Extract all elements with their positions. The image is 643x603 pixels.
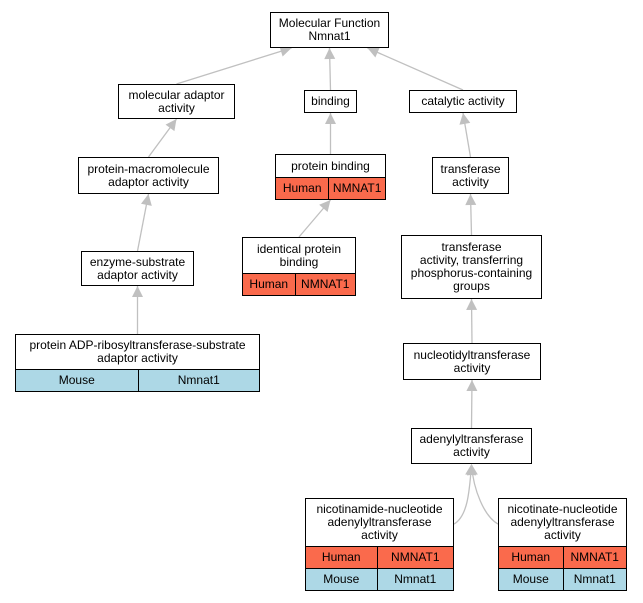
edge-arrowhead	[459, 113, 471, 125]
edge-transferase-to-catalytic	[459, 112, 472, 158]
species-cell: Mouse	[512, 572, 549, 586]
go-term-label: protein binding	[291, 158, 370, 173]
edge-arrowhead	[279, 46, 292, 57]
edge-arrowhead	[324, 48, 336, 60]
edge-line	[367, 47, 464, 91]
edge-binding-to-root	[324, 47, 336, 91]
go-term-node-phospho-transferase: transferase activity, transferring phosp…	[401, 235, 542, 299]
go-term-node-es-adaptor: enzyme-substrate adaptor activity	[81, 251, 194, 286]
go-term-label: enzyme-substrate adaptor activity	[89, 254, 186, 282]
edge-es-adaptor-to-pm-adaptor	[136, 193, 152, 252]
go-term-node-transferase: transferase activity	[432, 157, 509, 194]
gene-cell: NMNAT1	[328, 178, 385, 199]
edge-arrowhead	[319, 200, 331, 212]
annotation-row-mouse: Mouse Nmnat1	[499, 568, 626, 590]
go-term-label: protein ADP-ribosyltransferase-substrate…	[29, 338, 246, 365]
edge-pm-adaptor-to-adaptor	[147, 118, 178, 158]
go-term-label: transferase activity	[440, 161, 501, 189]
edge-arrowhead	[141, 194, 152, 206]
annotation-row-human: Human NMNAT1	[276, 177, 385, 199]
edge-arrowhead	[325, 113, 336, 124]
species-cell: Human	[511, 550, 551, 564]
go-term-node-adp-ribosyl: protein ADP-ribosyltransferase-substrate…	[15, 334, 260, 392]
edge-adp-ribosyl-to-es-adaptor	[132, 286, 143, 334]
go-term-label: transferase activity, transferring phosp…	[410, 240, 533, 293]
gene-cell: Nmnat1	[376, 569, 453, 590]
go-term-label: identical protein binding	[256, 241, 342, 269]
species-cell: Human	[282, 181, 322, 195]
go-term-node-nucleotidyl: nucleotidyltransferase activity	[403, 343, 541, 380]
go-term-label: nicotinate-nucleotide adenylyltransferas…	[507, 502, 618, 542]
edge-nan-adenylyl-to-adenylyl	[466, 464, 499, 525]
edge-protein-binding-to-binding	[325, 113, 336, 154]
go-term-node-root: Molecular Function Nmnat1	[270, 12, 389, 48]
go-term-node-catalytic: catalytic activity	[409, 90, 517, 113]
gene-cell: Nmnat1	[562, 569, 627, 590]
species-cell: Mouse	[58, 373, 95, 387]
annotation-row-human: Human NMNAT1	[243, 273, 355, 295]
edge-arrowhead	[466, 299, 478, 311]
gene-cell: NMNAT1	[376, 547, 453, 568]
go-term-label: nucleotidyltransferase activity	[413, 347, 531, 375]
edge-arrowhead	[466, 464, 478, 476]
go-term-node-nmn-adenylyl: nicotinamide-nucleotide adenylyltransfer…	[305, 498, 454, 591]
edge-adenylyl-to-nucleotidyl	[466, 379, 478, 429]
edge-line	[176, 47, 292, 85]
annotation-row-human: Human NMNAT1	[499, 546, 626, 568]
species-cell: Human	[321, 550, 361, 564]
edge-arrowhead	[165, 119, 177, 132]
species-cell: Mouse	[323, 572, 360, 586]
edge-arrowhead	[465, 194, 477, 206]
annotation-row-mouse: Mouse Nmnat1	[16, 369, 259, 391]
go-term-node-binding: binding	[304, 90, 357, 113]
go-term-label: catalytic activity	[421, 94, 505, 108]
edge-catalytic-to-root	[367, 47, 464, 91]
go-term-node-pm-adaptor: protein-macromolecule adaptor activity	[78, 157, 219, 194]
edge-phospho-transferase-to-transferase	[465, 193, 477, 236]
annotation-row-human: Human NMNAT1	[306, 546, 453, 568]
go-term-label: adenylyltransferase activity	[419, 432, 524, 459]
go-term-label: protein-macromolecule adaptor activity	[87, 161, 210, 189]
edge-nucleotidyl-to-phospho-transferase	[466, 298, 478, 344]
go-term-label: binding	[311, 94, 350, 108]
gene-cell: Nmnat1	[137, 370, 260, 391]
go-term-node-adaptor: molecular adaptor activity	[118, 84, 235, 119]
gene-cell: NMNAT1	[294, 274, 355, 295]
go-term-node-adenylyl: adenylyltransferase activity	[411, 428, 532, 464]
go-term-node-nan-adenylyl: nicotinate-nucleotide adenylyltransferas…	[498, 498, 627, 591]
go-term-label: molecular adaptor activity	[128, 87, 225, 115]
species-cell: Human	[249, 277, 289, 291]
edge-adaptor-to-root	[176, 46, 292, 85]
go-term-label: nicotinamide-nucleotide adenylyltransfer…	[316, 502, 443, 542]
gene-cell: NMNAT1	[562, 547, 627, 568]
edge-arrowhead	[466, 380, 478, 392]
edge-arrowhead	[367, 47, 380, 58]
annotation-row-mouse: Mouse Nmnat1	[306, 568, 453, 590]
edge-arrowhead	[132, 286, 143, 297]
edge-identical-binding-to-protein-binding	[298, 199, 331, 238]
go-term-label: Molecular Function Nmnat1	[278, 16, 381, 43]
